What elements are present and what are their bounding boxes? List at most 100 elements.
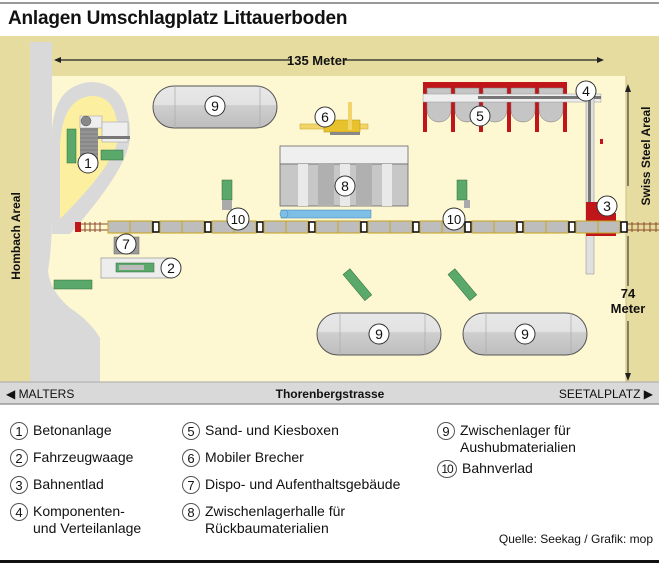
marker-label: 5 [476, 108, 484, 124]
legend-item: 5 Sand- und Kiesboxen [182, 422, 339, 440]
wagon [471, 220, 495, 234]
wagon [389, 220, 413, 234]
marker-circle [204, 95, 226, 117]
street-direction-seetalplatz: SEETALPLATZ ▶ [559, 387, 654, 401]
street-direction-malters: ◀ MALTERS [6, 387, 74, 401]
marker-circle [514, 323, 536, 345]
legend-number: 1 [10, 422, 28, 440]
marker-circle [368, 323, 390, 345]
marker-circle [314, 106, 336, 128]
legend-number: 5 [182, 422, 200, 440]
legend-label: Zwischenlagerhalle für Rückbaumaterialie… [205, 503, 346, 536]
legend-item: 6 Mobiler Brecher [182, 449, 304, 467]
bottom-rule [0, 560, 659, 563]
wagon [263, 220, 287, 234]
wagon [337, 220, 361, 234]
truck [53, 279, 93, 290]
marker-label: 3 [603, 198, 611, 214]
legend-item: 9 Zwischenlager für Aushubmaterialien [437, 422, 576, 456]
marker-label: 7 [122, 236, 130, 252]
marker-label: 10 [447, 212, 461, 227]
legend-item: 1 Betonanlage [10, 422, 112, 440]
wagon [419, 220, 443, 234]
legend-label: Dispo- und Aufenthaltsgebäude [205, 476, 401, 492]
marker-label: 1 [84, 155, 92, 171]
street [0, 382, 659, 404]
legend-number: 2 [10, 449, 28, 467]
legend-label: Zwischenlager für Aushubmaterialien [460, 422, 576, 455]
wagon-coupling [360, 221, 368, 233]
legend-item: 7 Dispo- und Aufenthaltsgebäude [182, 476, 400, 494]
legend-item: 4 Komponenten- und Verteilanlage [10, 503, 141, 537]
marker-circle [77, 152, 99, 174]
marker-circle [575, 80, 597, 102]
marker-label: 9 [211, 98, 219, 114]
marker-label: 9 [375, 326, 383, 342]
legend-number: 6 [182, 449, 200, 467]
legend-number: 8 [182, 503, 200, 521]
marker-circle [226, 207, 250, 231]
legend-number: 9 [437, 422, 455, 440]
legend-item: 10 Bahnverlad [437, 460, 533, 478]
wagon-coupling [412, 221, 420, 233]
height-dimension-unit: Meter [611, 301, 646, 316]
marker-circle [115, 233, 137, 255]
wagon-coupling [516, 221, 524, 233]
legend-number: 10 [437, 460, 457, 478]
access-road [30, 42, 100, 382]
wagon [159, 220, 183, 234]
marker-circle [160, 257, 182, 279]
wagon [285, 220, 309, 234]
marker-label: 9 [521, 326, 529, 342]
legend-label: Fahrzeugwaage [33, 449, 134, 465]
legend-label: Mobiler Brecher [205, 449, 304, 465]
legend-item: 3 Bahnentlad [10, 476, 104, 494]
wagon [493, 220, 517, 234]
legend-label: Komponenten- und Verteilanlage [33, 503, 142, 536]
page-title: Anlagen Umschlagplatz Littauerboden [8, 8, 348, 29]
hombach-label: Hombach Areal [9, 192, 23, 280]
wagon [129, 220, 153, 234]
site-map: 135 Meter Hombach Areal Swiss Steel Area… [0, 36, 659, 405]
marker-circle [596, 195, 618, 217]
wagon-coupling [620, 221, 628, 233]
street-name: Thorenbergstrasse [276, 387, 385, 401]
railway-track [75, 220, 659, 234]
legend-item: 8 Zwischenlagerhalle für Rückbaumateriali… [182, 503, 345, 537]
legend-number: 4 [10, 503, 28, 521]
wagon [367, 220, 391, 234]
marker-circle [469, 105, 491, 127]
marker-circle [442, 207, 466, 231]
top-rule [0, 2, 659, 4]
marker-label: 2 [167, 260, 175, 276]
wagon [575, 220, 599, 234]
width-dimension: 135 Meter [287, 53, 347, 68]
legend-label: Betonanlage [33, 422, 112, 438]
wagon [315, 220, 339, 234]
source-credit: Quelle: Seekag / Grafik: mop [498, 532, 653, 546]
truck [342, 268, 373, 301]
wagon-coupling [464, 221, 472, 233]
wagon-coupling [256, 221, 264, 233]
wagon-coupling [308, 221, 316, 233]
legend-number: 7 [182, 476, 200, 494]
wagon-coupling [568, 221, 576, 233]
wagon [523, 220, 547, 234]
swiss-steel-label: Swiss Steel Areal [639, 107, 653, 206]
loader-truck [221, 179, 233, 201]
zwischenlagerhalle [279, 145, 409, 219]
wagon-coupling [204, 221, 212, 233]
marker-label: 4 [582, 83, 590, 99]
loader-truck [456, 179, 468, 201]
legend-label: Bahnentlad [33, 476, 104, 492]
legend-label: Sand- und Kiesboxen [205, 422, 339, 438]
wagon [107, 220, 131, 234]
legend-label: Bahnverlad [462, 460, 533, 476]
wagon [545, 220, 569, 234]
legend-item: 2 Fahrzeugwaage [10, 449, 133, 467]
wagon [597, 220, 621, 234]
legend-number: 3 [10, 476, 28, 494]
wagon [181, 220, 205, 234]
